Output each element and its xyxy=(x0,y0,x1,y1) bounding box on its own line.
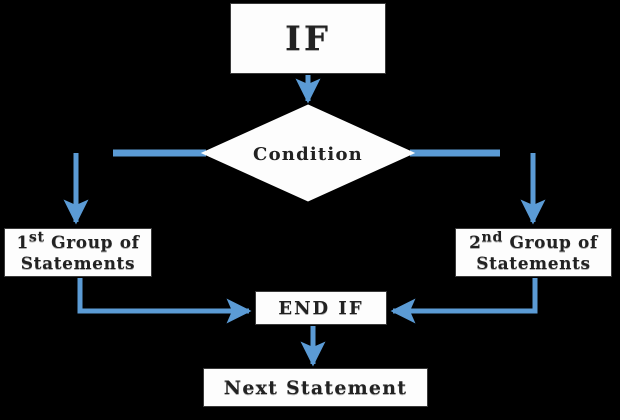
group1-label: 1st Group of Statements xyxy=(16,229,139,275)
next-statement-node[interactable]: Next Statement xyxy=(203,368,428,407)
group2-ordinal: nd xyxy=(481,229,503,246)
group1-node[interactable]: 1st Group of Statements xyxy=(4,228,152,277)
condition-diamond-shape[interactable] xyxy=(200,104,416,202)
group1-ordinal: st xyxy=(28,229,45,246)
if-node[interactable]: IF xyxy=(230,3,386,74)
group2-node[interactable]: 2nd Group of Statements xyxy=(455,228,612,277)
group2-line1: 2nd Group of xyxy=(469,229,598,254)
group2-rest: Group of xyxy=(502,233,598,254)
if-label: IF xyxy=(284,18,332,59)
group1-line2: Statements xyxy=(20,254,136,275)
condition-label: Condition xyxy=(253,144,363,165)
group1-line1: 1st Group of xyxy=(16,229,140,254)
end-if-node[interactable]: END IF xyxy=(255,291,387,325)
next-statement-label: Next Statement xyxy=(223,376,408,399)
group2-number: 2 xyxy=(469,233,482,254)
group2-label: 2nd Group of Statements xyxy=(469,229,598,275)
end-if-label: END IF xyxy=(278,297,364,319)
group1-rest: Group of xyxy=(44,233,140,254)
group1-number: 1 xyxy=(16,233,29,254)
group2-line2: Statements xyxy=(476,254,591,275)
